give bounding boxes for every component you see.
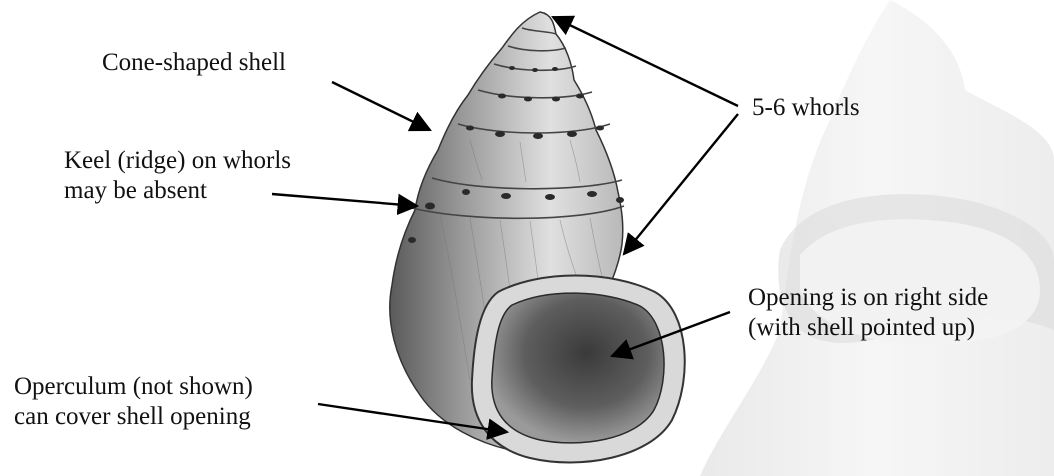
snail-shell-illustration — [390, 12, 685, 462]
label-cone-shaped-shell: Cone-shaped shell — [102, 48, 286, 78]
shell-opening — [492, 293, 664, 443]
label-opening: Opening is on right side (with shell poi… — [748, 283, 988, 343]
label-opening-line1: Opening is on right side — [748, 283, 988, 313]
label-keel-line2: may be absent — [64, 176, 291, 206]
label-whorls-text: 5-6 whorls — [752, 93, 860, 123]
label-keel-line1: Keel (ridge) on whorls — [64, 146, 291, 176]
arrow-keel — [272, 194, 417, 206]
label-operculum: Operculum (not shown) can cover shell op… — [14, 372, 253, 432]
label-operculum-line1: Operculum (not shown) — [14, 372, 253, 402]
arrow-cone-shaped-shell — [332, 82, 430, 130]
arrow-whorls-bottom — [624, 114, 738, 254]
label-whorls: 5-6 whorls — [752, 93, 860, 123]
label-opening-line2: (with shell pointed up) — [748, 313, 988, 343]
label-operculum-line2: can cover shell opening — [14, 402, 253, 432]
ghost-shell-enlargement — [700, 0, 1054, 476]
label-cone-shaped-shell-text: Cone-shaped shell — [102, 48, 286, 78]
label-keel: Keel (ridge) on whorls may be absent — [64, 146, 291, 206]
